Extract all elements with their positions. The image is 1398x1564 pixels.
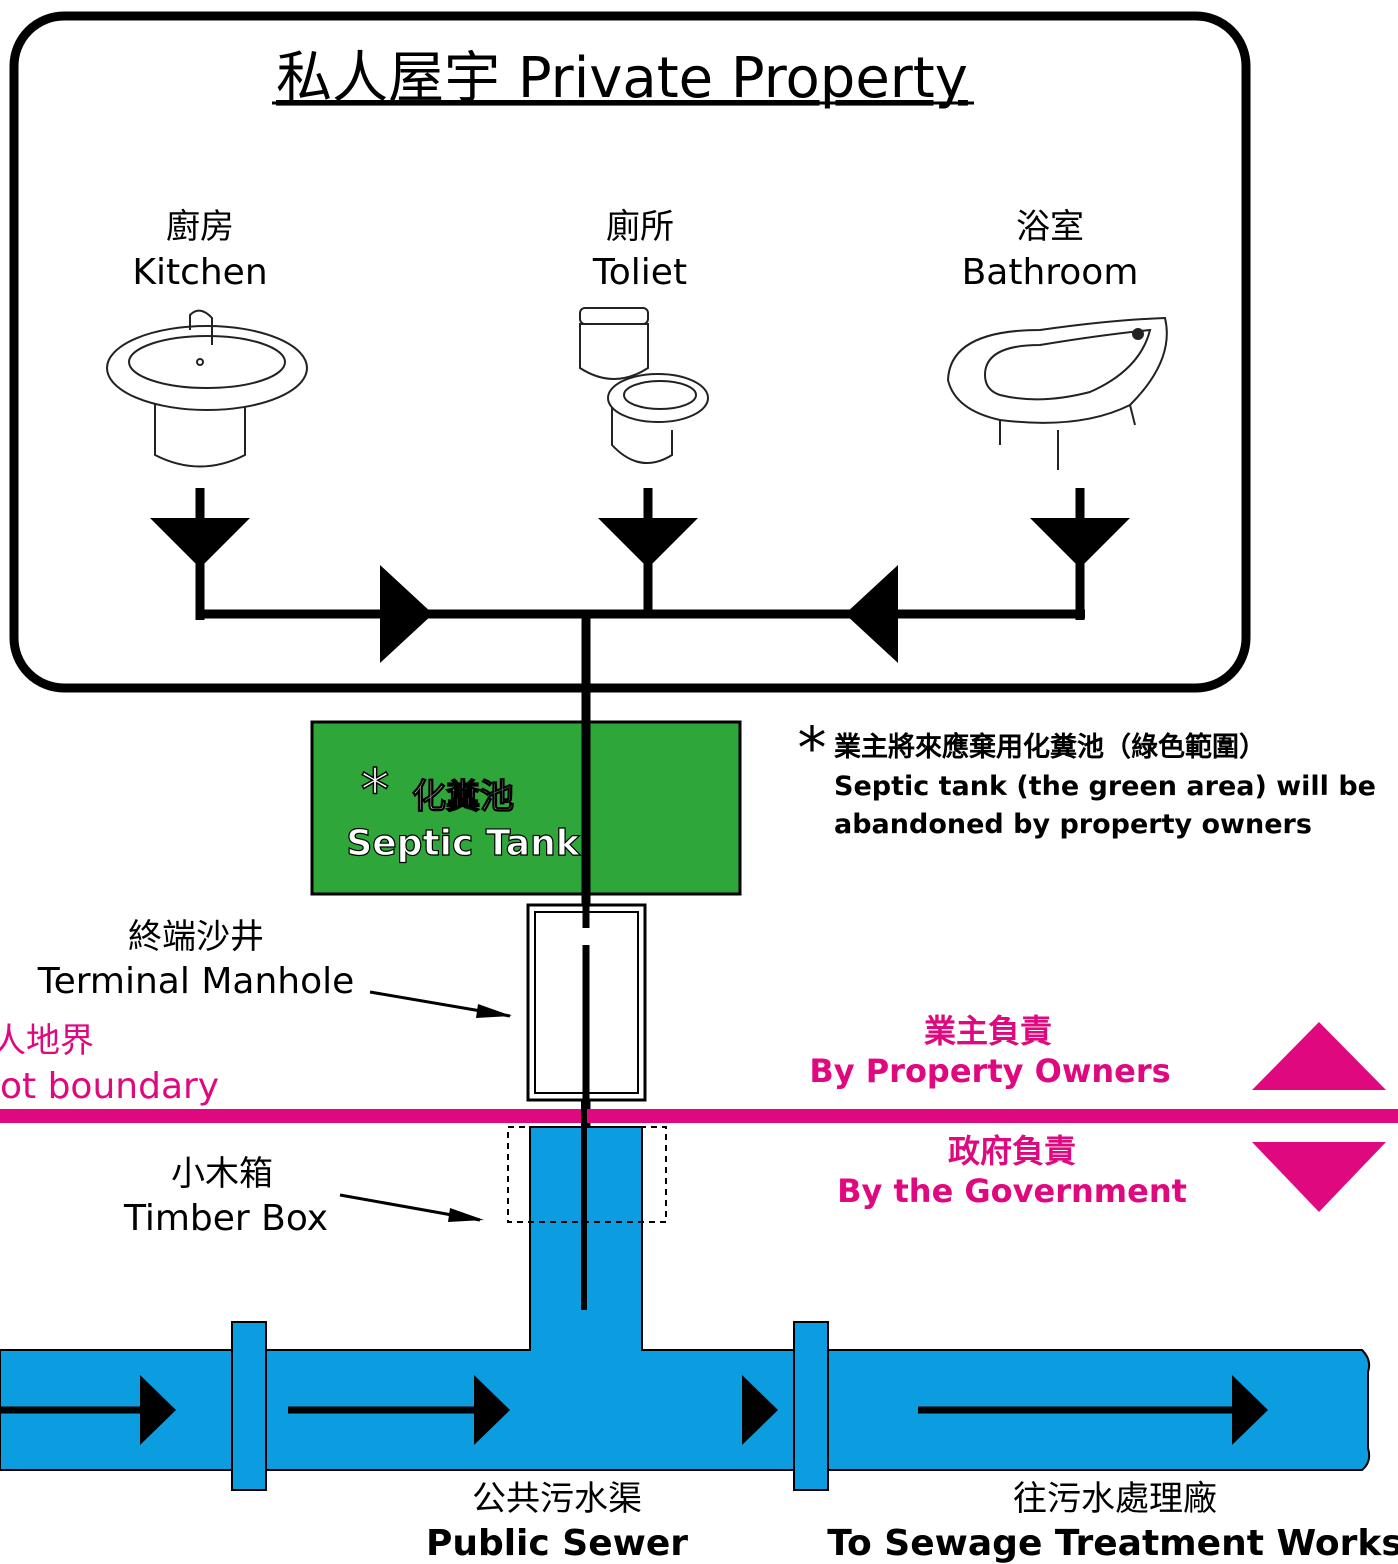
note-zh: 業主將來應棄用化糞池（綠色範圍） xyxy=(834,731,1266,763)
private-property-boundary xyxy=(9,11,1251,693)
sewer-arrow-4-icon xyxy=(1232,1375,1268,1445)
toilet-label-zh: 廁所 xyxy=(606,207,674,247)
connection-pipe-mouth xyxy=(531,1330,641,1352)
sink-icon xyxy=(106,309,308,468)
fixture-bathroom: 浴室 Bathroom xyxy=(962,207,1139,293)
government-down-arrow-icon xyxy=(1252,1142,1386,1212)
government-label-zh: 政府負責 xyxy=(948,1132,1076,1170)
bathroom-label-en: Bathroom xyxy=(962,252,1139,293)
treatment-works-label-en: To Sewage Treatment Works xyxy=(827,1523,1398,1564)
property-owners-label-en: By Property Owners xyxy=(809,1052,1170,1090)
terminal-manhole-label-zh: 終端沙井 xyxy=(128,917,264,957)
kitchen-label-zh: 廚房 xyxy=(166,207,234,247)
fixture-kitchen: 廚房 Kitchen xyxy=(132,207,267,293)
sewer-flow-arrows xyxy=(0,1375,1268,1445)
arrow-left-icon xyxy=(845,565,898,663)
timber-box-pointer-head-icon xyxy=(448,1208,484,1222)
property-owners-up-arrow-icon xyxy=(1252,1022,1386,1090)
public-sewer-label-en: Public Sewer xyxy=(426,1523,688,1564)
terminal-manhole-label-en: Terminal Manhole xyxy=(37,961,355,1002)
septic-tank-label-en: Septic Tank xyxy=(346,823,580,864)
arrow-down-toilet-icon xyxy=(598,518,698,568)
arrow-right-icon xyxy=(380,565,433,663)
timber-box-label-zh: 小木箱 xyxy=(171,1154,273,1194)
bathroom-label-zh: 浴室 xyxy=(1016,207,1084,247)
arrow-down-bathroom-icon xyxy=(1030,518,1130,568)
note-en-line2: abandoned by property owners xyxy=(834,809,1312,840)
bathtub-icon xyxy=(946,316,1168,470)
sewer-joint-right xyxy=(793,1321,829,1491)
public-sewer-label-zh: 公共污水渠 xyxy=(472,1479,642,1519)
septic-tank-label-zh: 化糞池 xyxy=(412,777,514,817)
timber-box-label-en: Timber Box xyxy=(123,1198,328,1239)
note-star-icon: * xyxy=(798,714,827,782)
sewer-arrow-1-icon xyxy=(140,1375,176,1445)
treatment-works-label-zh: 往污水處理廠 xyxy=(1013,1479,1217,1519)
fixture-toilet: 廁所 Toliet xyxy=(592,207,687,293)
toilet-label-en: Toliet xyxy=(592,252,687,293)
lot-boundary-label-en: ot boundary xyxy=(0,1066,219,1107)
septic-tank xyxy=(310,720,742,896)
kitchen-label-en: Kitchen xyxy=(132,252,267,293)
toilet-icon xyxy=(579,307,709,464)
public-sewer-pipe xyxy=(0,1349,1371,1471)
sewer-joint-left xyxy=(231,1321,267,1491)
septic-tank-star-icon: * xyxy=(361,756,390,824)
terminal-manhole-pointer-head-icon xyxy=(476,1004,512,1018)
page-title: 私人屋宇 Private Property xyxy=(276,46,968,111)
sewer-arrow-2-icon xyxy=(474,1375,510,1445)
note-en-line1: Septic tank (the green area) will be xyxy=(834,771,1376,802)
government-label-en: By the Government xyxy=(837,1172,1187,1210)
property-owners-label-zh: 業主負責 xyxy=(924,1012,1052,1050)
lot-boundary-label-zh: 人地界 xyxy=(0,1021,94,1061)
arrow-down-kitchen-icon xyxy=(150,518,250,568)
sewer-arrow-3-icon xyxy=(742,1375,778,1445)
